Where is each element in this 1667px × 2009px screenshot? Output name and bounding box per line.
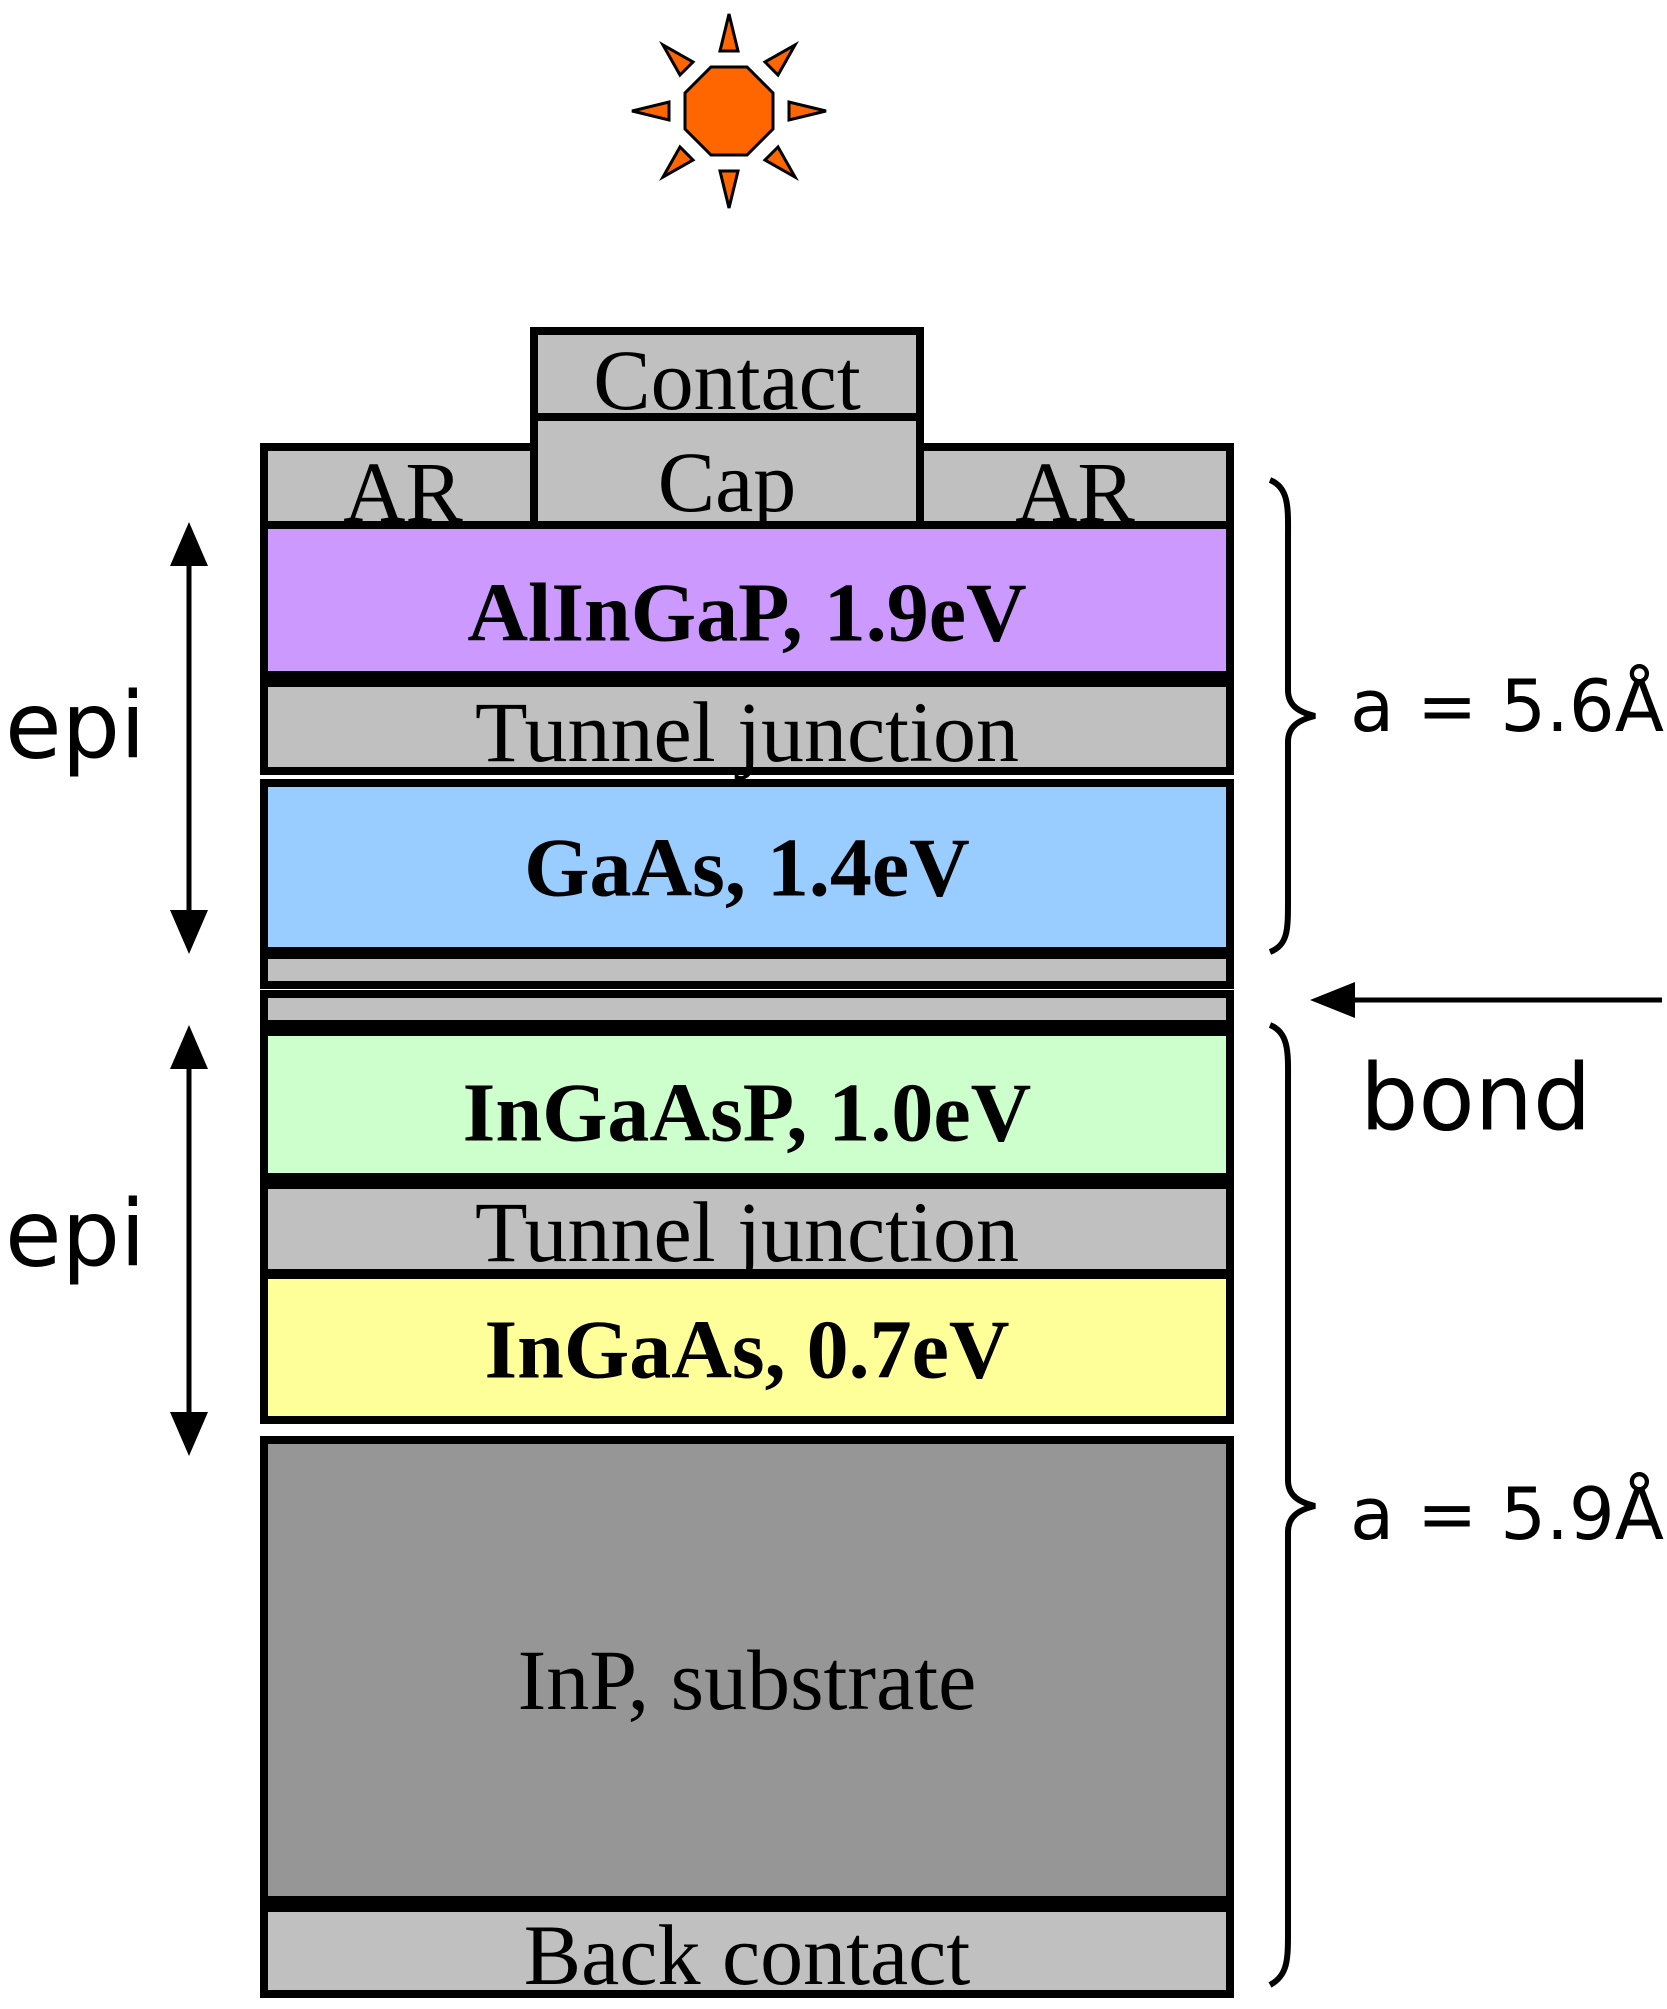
ingaasp-layer [260, 1028, 1234, 1181]
top-brace [1268, 477, 1316, 955]
back-contact-layer [260, 1904, 1234, 1998]
contact-label: Contact [593, 332, 861, 428]
inp-substrate-layer [260, 1436, 1234, 1904]
bond-label: bond [1360, 1045, 1591, 1152]
gaas-layer [260, 779, 1234, 955]
cap-label: Cap [658, 434, 797, 530]
back-contact-label: Back contact [524, 1907, 971, 2003]
ingaas-label: InGaAs, 0.7eV [484, 1304, 1009, 1397]
sun-icon [631, 13, 827, 209]
bond-thin-layer-2 [260, 990, 1234, 1028]
gaas-label: GaAs, 1.4eV [524, 822, 970, 915]
tunnel-junction-1-layer [260, 679, 1234, 775]
ingaas-layer [260, 1271, 1234, 1424]
bottom-brace [1268, 1022, 1316, 1988]
tunnel-junction-2-label: Tunnel junction [475, 1184, 1019, 1280]
tunnel-junction-1-label: Tunnel junction [475, 684, 1019, 780]
lattice-bottom-label: a = 5.9Å [1350, 1472, 1664, 1556]
inp-substrate-label: InP, substrate [518, 1632, 977, 1728]
epi-top-arrow [170, 522, 208, 954]
epi-top-label: epi [5, 673, 146, 780]
allingap-layer [260, 521, 1234, 679]
ingaasp-label: InGaAsP, 1.0eV [463, 1067, 1032, 1160]
bond-thin-layer-1 [260, 951, 1234, 989]
epi-bottom-label: epi [5, 1181, 146, 1288]
allingap-label: AlInGaP, 1.9eV [467, 567, 1026, 660]
epi-bottom-arrow [170, 1025, 208, 1456]
tunnel-junction-2-layer [260, 1181, 1234, 1277]
bond-arrow [1310, 982, 1662, 1018]
lattice-top-label: a = 5.6Å [1350, 664, 1664, 748]
ar-left-layer [260, 443, 538, 529]
